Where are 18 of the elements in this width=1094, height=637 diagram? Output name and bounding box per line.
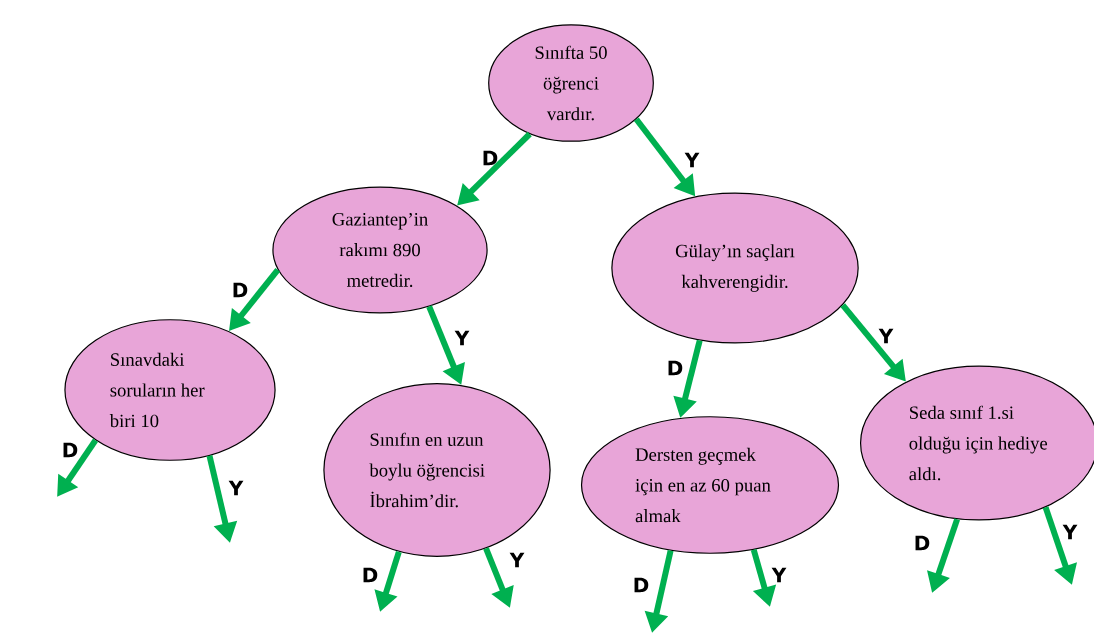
edge-label: Y: [1062, 524, 1078, 540]
edge-label: D: [483, 150, 498, 166]
edge-label: D: [363, 567, 378, 583]
ellipse-node: Dersten geçmek için en az 60 puan almak: [580, 416, 840, 554]
edge-label: D: [63, 442, 78, 458]
edge-label: D: [634, 577, 649, 593]
edge-label: Y: [878, 328, 894, 344]
edge-label: Y: [684, 152, 700, 168]
edge-label: Y: [771, 567, 787, 583]
edge-label: D: [233, 282, 248, 298]
ellipse-node: Gaziantep’in rakımı 890 metredir.: [272, 186, 488, 314]
edge-label: Y: [454, 330, 470, 346]
edge-label: D: [915, 535, 930, 551]
ellipse-node: Seda sınıf 1.si olduğu için hediye aldı.: [859, 365, 1094, 521]
edge-label: D: [668, 360, 683, 376]
ellipse-node: Gülay’ın saçları kahverengidir.: [611, 192, 859, 344]
edge-label: Y: [228, 480, 244, 496]
ellipse-node: Sınıfta 50 öğrenci vardır.: [488, 24, 654, 142]
